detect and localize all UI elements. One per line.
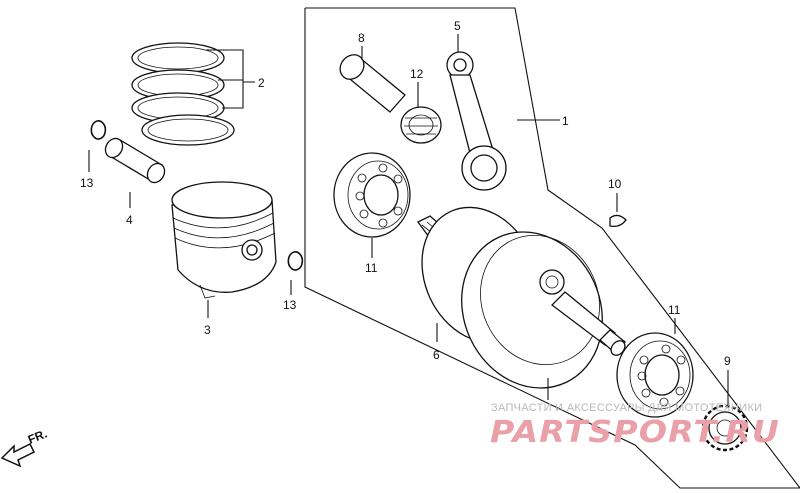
callout-3: 3	[204, 323, 211, 337]
connecting-rod	[446, 51, 507, 191]
main-bearing-right	[616, 332, 694, 418]
callout-5: 5	[454, 19, 461, 33]
callout-12: 12	[410, 67, 424, 81]
front-label: FR.	[26, 427, 49, 447]
piston-pin	[104, 137, 166, 184]
callouts: 1 2 3 4 5 6 8 9 10 11 11 12 13 13	[80, 19, 731, 368]
watermark-logo: PARTSPORT.RU	[490, 415, 780, 450]
crank-pin	[339, 54, 406, 113]
callout-13-left: 13	[80, 176, 94, 190]
timing-sprocket	[701, 404, 749, 452]
assembly-outline	[304, 7, 800, 489]
main-bearing-left	[333, 152, 411, 238]
callout-11-right: 11	[668, 303, 681, 317]
watermark: ЗАПЧАСТИ И АКСЕССУАРЫ ДЛЯ МОТОТЕХНИКИ PA…	[490, 402, 780, 450]
callout-6: 6	[433, 348, 440, 362]
front-arrow-icon	[0, 442, 36, 468]
watermark-tagline: ЗАПЧАСТИ И АКСЕССУАРЫ ДЛЯ МОТОТЕХНИКИ	[491, 402, 762, 414]
piston-rings	[131, 42, 235, 146]
needle-bearing	[400, 106, 442, 144]
callout-11-left: 11	[365, 261, 378, 275]
piston-pin-clip-left	[90, 120, 107, 140]
piston	[171, 181, 277, 299]
callout-2: 2	[258, 76, 265, 90]
leader-lines	[88, 34, 729, 406]
crankshaft	[417, 206, 626, 389]
callout-13-right: 13	[283, 298, 297, 312]
front-direction-indicator: FR.	[0, 427, 49, 468]
callout-9: 9	[724, 354, 731, 368]
piston-pin-clip-right	[287, 251, 304, 271]
callout-8: 8	[358, 31, 365, 45]
woodruff-key	[609, 214, 627, 228]
callout-10: 10	[608, 177, 622, 191]
callout-4: 4	[126, 213, 133, 227]
callout-1: 1	[562, 114, 569, 128]
